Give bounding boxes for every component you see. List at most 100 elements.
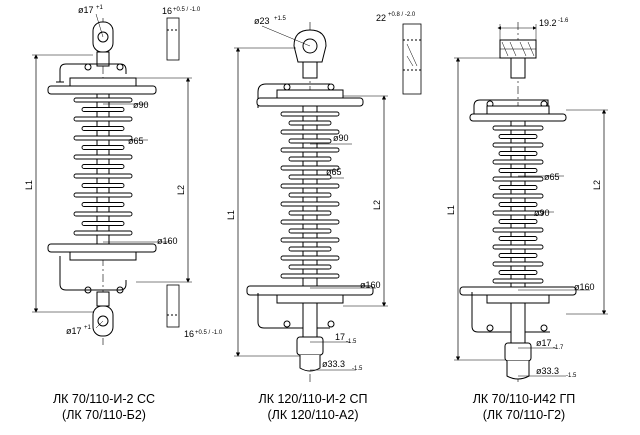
shed-disc — [492, 125, 544, 131]
insulator-1 — [32, 13, 192, 345]
shed-disc — [492, 193, 544, 199]
ins3-rod-dim-tol: -1.7 — [553, 345, 564, 351]
shed-disc — [280, 111, 340, 117]
ins1-detail-bottom-tol: +0.5 / -1.0 — [195, 330, 223, 336]
ins3-rod-dim: ø17 — [536, 338, 552, 348]
insulator-1-caption: ЛК 70/110-И-2 СС (ЛК 70/110-Б2) — [4, 391, 204, 423]
shed-disc — [492, 227, 544, 233]
shed-disc — [81, 164, 125, 169]
insulator-2-caption-line1: ЛК 120/110-И-2 СП — [258, 392, 368, 406]
shed-disc — [492, 142, 544, 148]
shed-disc — [492, 261, 544, 267]
shed-disc — [81, 145, 125, 150]
ins3-top-dim-tol: -1.6 — [558, 18, 569, 24]
insulator-2-caption: ЛК 120/110-И-2 СП (ЛК 120/110-А2) — [213, 391, 413, 423]
shed-disc — [81, 221, 125, 226]
shed-disc — [498, 253, 538, 258]
ins2-dia-a: ø90 — [333, 133, 349, 143]
shed-disc — [498, 168, 538, 173]
ins1-detail-bottom: 16 — [184, 329, 194, 339]
shed-disc — [73, 135, 133, 141]
ins2-detail-top: 22 — [376, 13, 386, 23]
ins2-length-total: L1 — [226, 210, 236, 220]
ins3-bottom-dia: ø33.3 — [536, 366, 559, 376]
shed-disc — [81, 202, 125, 207]
shed-disc — [288, 138, 332, 144]
shed-disc — [73, 116, 133, 122]
insulator-3-caption-line2: (ЛК 70/110-Г2) — [482, 408, 566, 422]
shed-disc — [288, 264, 332, 270]
shed-disc — [498, 236, 538, 241]
shed-disc — [280, 273, 340, 279]
ins2-rod-dim: 17 — [335, 332, 345, 342]
shed-disc — [288, 156, 332, 162]
shed-disc — [498, 134, 538, 139]
shed-disc — [280, 129, 340, 135]
ins3-dia-b: ø90 — [534, 208, 550, 218]
shed-disc — [492, 278, 544, 284]
ins1-length-total: L1 — [24, 180, 34, 190]
shed-disc — [492, 159, 544, 165]
shed-disc — [288, 174, 332, 180]
shed-disc — [288, 210, 332, 216]
ins2-top-eye-tol: +1.5 — [274, 16, 287, 22]
shed-disc — [280, 201, 340, 207]
ins2-rod-dim-tol: -1.5 — [346, 339, 357, 345]
insulator-3-caption-line1: ЛК 70/110-И42 ГП — [472, 392, 576, 406]
shed-disc — [288, 192, 332, 198]
ins3-dia-a: ø65 — [544, 172, 560, 182]
shed-disc — [498, 270, 538, 275]
ins1-bottom-eye-tol: +1 — [84, 325, 92, 331]
ins1-top-eye: ø17 — [78, 5, 94, 15]
shed-disc — [498, 202, 538, 207]
ins2-length-part: L2 — [372, 200, 382, 210]
insulator-1-caption-line2: (ЛК 70/110-Б2) — [62, 408, 146, 422]
shed-disc — [73, 211, 133, 217]
shed-disc — [492, 244, 544, 250]
shed-disc — [498, 185, 538, 190]
shed-disc — [81, 107, 125, 112]
ins3-dia-c: ø160 — [574, 282, 595, 292]
ins2-top-eye: ø23 — [254, 16, 270, 26]
ins1-dia-b: ø65 — [128, 136, 144, 146]
insulator-2-caption-line2: (ЛК 120/110-А2) — [267, 408, 359, 422]
ins2-dia-b: ø65 — [326, 167, 342, 177]
shed-disc — [280, 183, 340, 189]
ins1-dia-c: ø160 — [157, 236, 178, 246]
shed-disc — [280, 165, 340, 171]
ins3-length-total: L1 — [446, 205, 456, 215]
ins1-detail-top-tol: +0.5 / -1.0 — [173, 7, 201, 13]
shed-disc — [81, 126, 125, 131]
shed-disc — [492, 210, 544, 216]
shed-disc — [492, 176, 544, 182]
ins3-length-part: L2 — [592, 180, 602, 190]
ins1-top-eye-tol: +1 — [96, 5, 104, 11]
ins2-detail-top-tol: +0.8 / -2.0 — [388, 12, 416, 18]
shed-disc — [280, 219, 340, 225]
insulator-1-sheds — [73, 97, 133, 236]
ins3-bottom-dia-tol: -1.5 — [566, 373, 577, 379]
shed-disc — [288, 120, 332, 126]
ins2-dia-c: ø160 — [360, 280, 381, 290]
insulator-3-caption: ЛК 70/110-И42 ГП (ЛК 70/110-Г2) — [424, 391, 624, 423]
shed-disc — [498, 151, 538, 156]
shed-disc — [288, 246, 332, 252]
shed-disc — [73, 97, 133, 103]
ins3-top-dim: 19.2 — [539, 18, 557, 28]
shed-disc — [288, 228, 332, 234]
ins2-bottom-dia-tol: -1.5 — [352, 366, 363, 372]
insulator-2-sheds — [280, 111, 340, 279]
shed-disc — [280, 147, 340, 153]
shed-disc — [280, 255, 340, 261]
shed-disc — [81, 183, 125, 188]
shed-disc — [73, 173, 133, 179]
shed-disc — [73, 154, 133, 160]
shed-disc — [280, 237, 340, 243]
ins2-bottom-dia: ø33.3 — [322, 359, 345, 369]
ins1-bottom-eye: ø17 — [66, 326, 82, 336]
insulator-3-sheds — [492, 125, 544, 284]
shed-disc — [73, 230, 133, 236]
insulator-1-caption-line1: ЛК 70/110-И-2 СС — [52, 392, 156, 406]
ins1-dia-a: ø90 — [133, 100, 149, 110]
